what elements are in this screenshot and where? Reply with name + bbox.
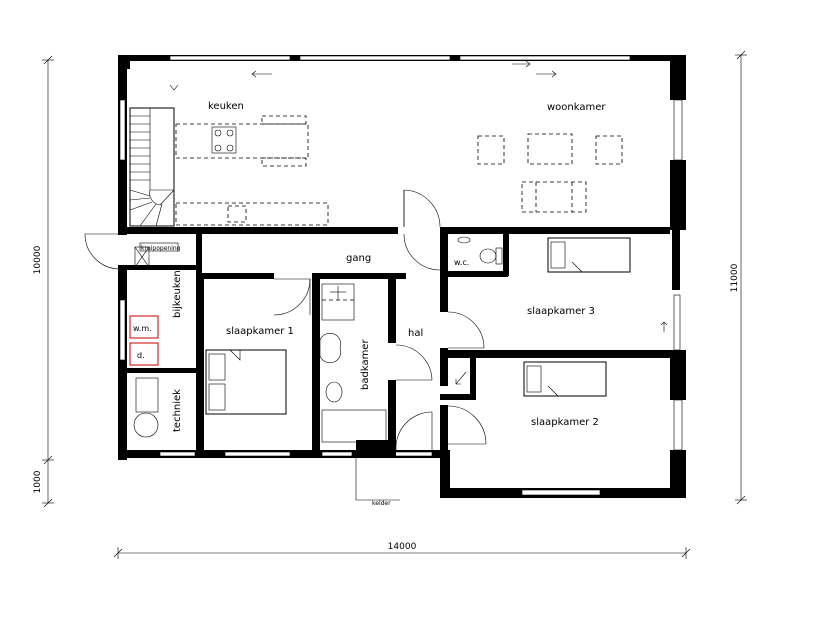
doors xyxy=(84,189,487,451)
kitchen-furniture xyxy=(175,115,329,226)
room-label-badkamer: badkamer xyxy=(360,339,371,390)
window-arrows xyxy=(169,60,668,385)
kruipopening-label: kruipopening xyxy=(141,245,181,252)
room-label-slaapkamer1: slaapkamer 1 xyxy=(226,326,294,337)
bathroom-fixtures xyxy=(319,283,387,443)
dim-right-main: 11000 xyxy=(730,263,740,292)
washing-machine xyxy=(129,315,159,339)
living-furniture xyxy=(477,133,623,213)
room-label-techniek: techniek xyxy=(172,389,183,432)
room-label-slaapkamer2: slaapkamer 2 xyxy=(531,417,599,428)
dim-bottom: 14000 xyxy=(388,542,417,552)
washing-machine-label: w.m. xyxy=(133,324,152,333)
dim-left-main: 10000 xyxy=(33,245,43,274)
bedroom2-bed xyxy=(523,361,607,397)
stairs xyxy=(129,108,175,227)
entrance-step: kelder xyxy=(355,458,400,507)
room-label-hal: hal xyxy=(408,328,423,339)
wc-fixtures xyxy=(457,236,503,265)
room-label-keuken: keuken xyxy=(208,101,244,112)
room-label-slaapkamer3: slaapkamer 3 xyxy=(527,306,595,317)
dimension-lines: 10000 1000 11000 14000 xyxy=(33,50,747,559)
internal-walls xyxy=(118,107,686,458)
bedroom1-bed xyxy=(205,349,287,415)
entrance-note: kelder xyxy=(372,500,391,507)
room-label-gang: gang xyxy=(346,253,371,264)
dryer-label: d. xyxy=(137,351,145,360)
dim-left-small: 1000 xyxy=(33,470,43,493)
bedroom3-bed xyxy=(547,237,631,273)
room-label-woonkamer: woonkamer xyxy=(547,102,606,113)
outer-walls xyxy=(118,55,686,498)
dryer xyxy=(129,342,159,366)
room-labels: keuken woonkamer gang w.c. bijkeuken sla… xyxy=(172,101,606,432)
room-label-bijkeuken: bijkeuken xyxy=(172,270,183,318)
utility-fixtures: kruipopening w.m. d. xyxy=(129,242,181,438)
room-label-wc: w.c. xyxy=(454,258,469,267)
